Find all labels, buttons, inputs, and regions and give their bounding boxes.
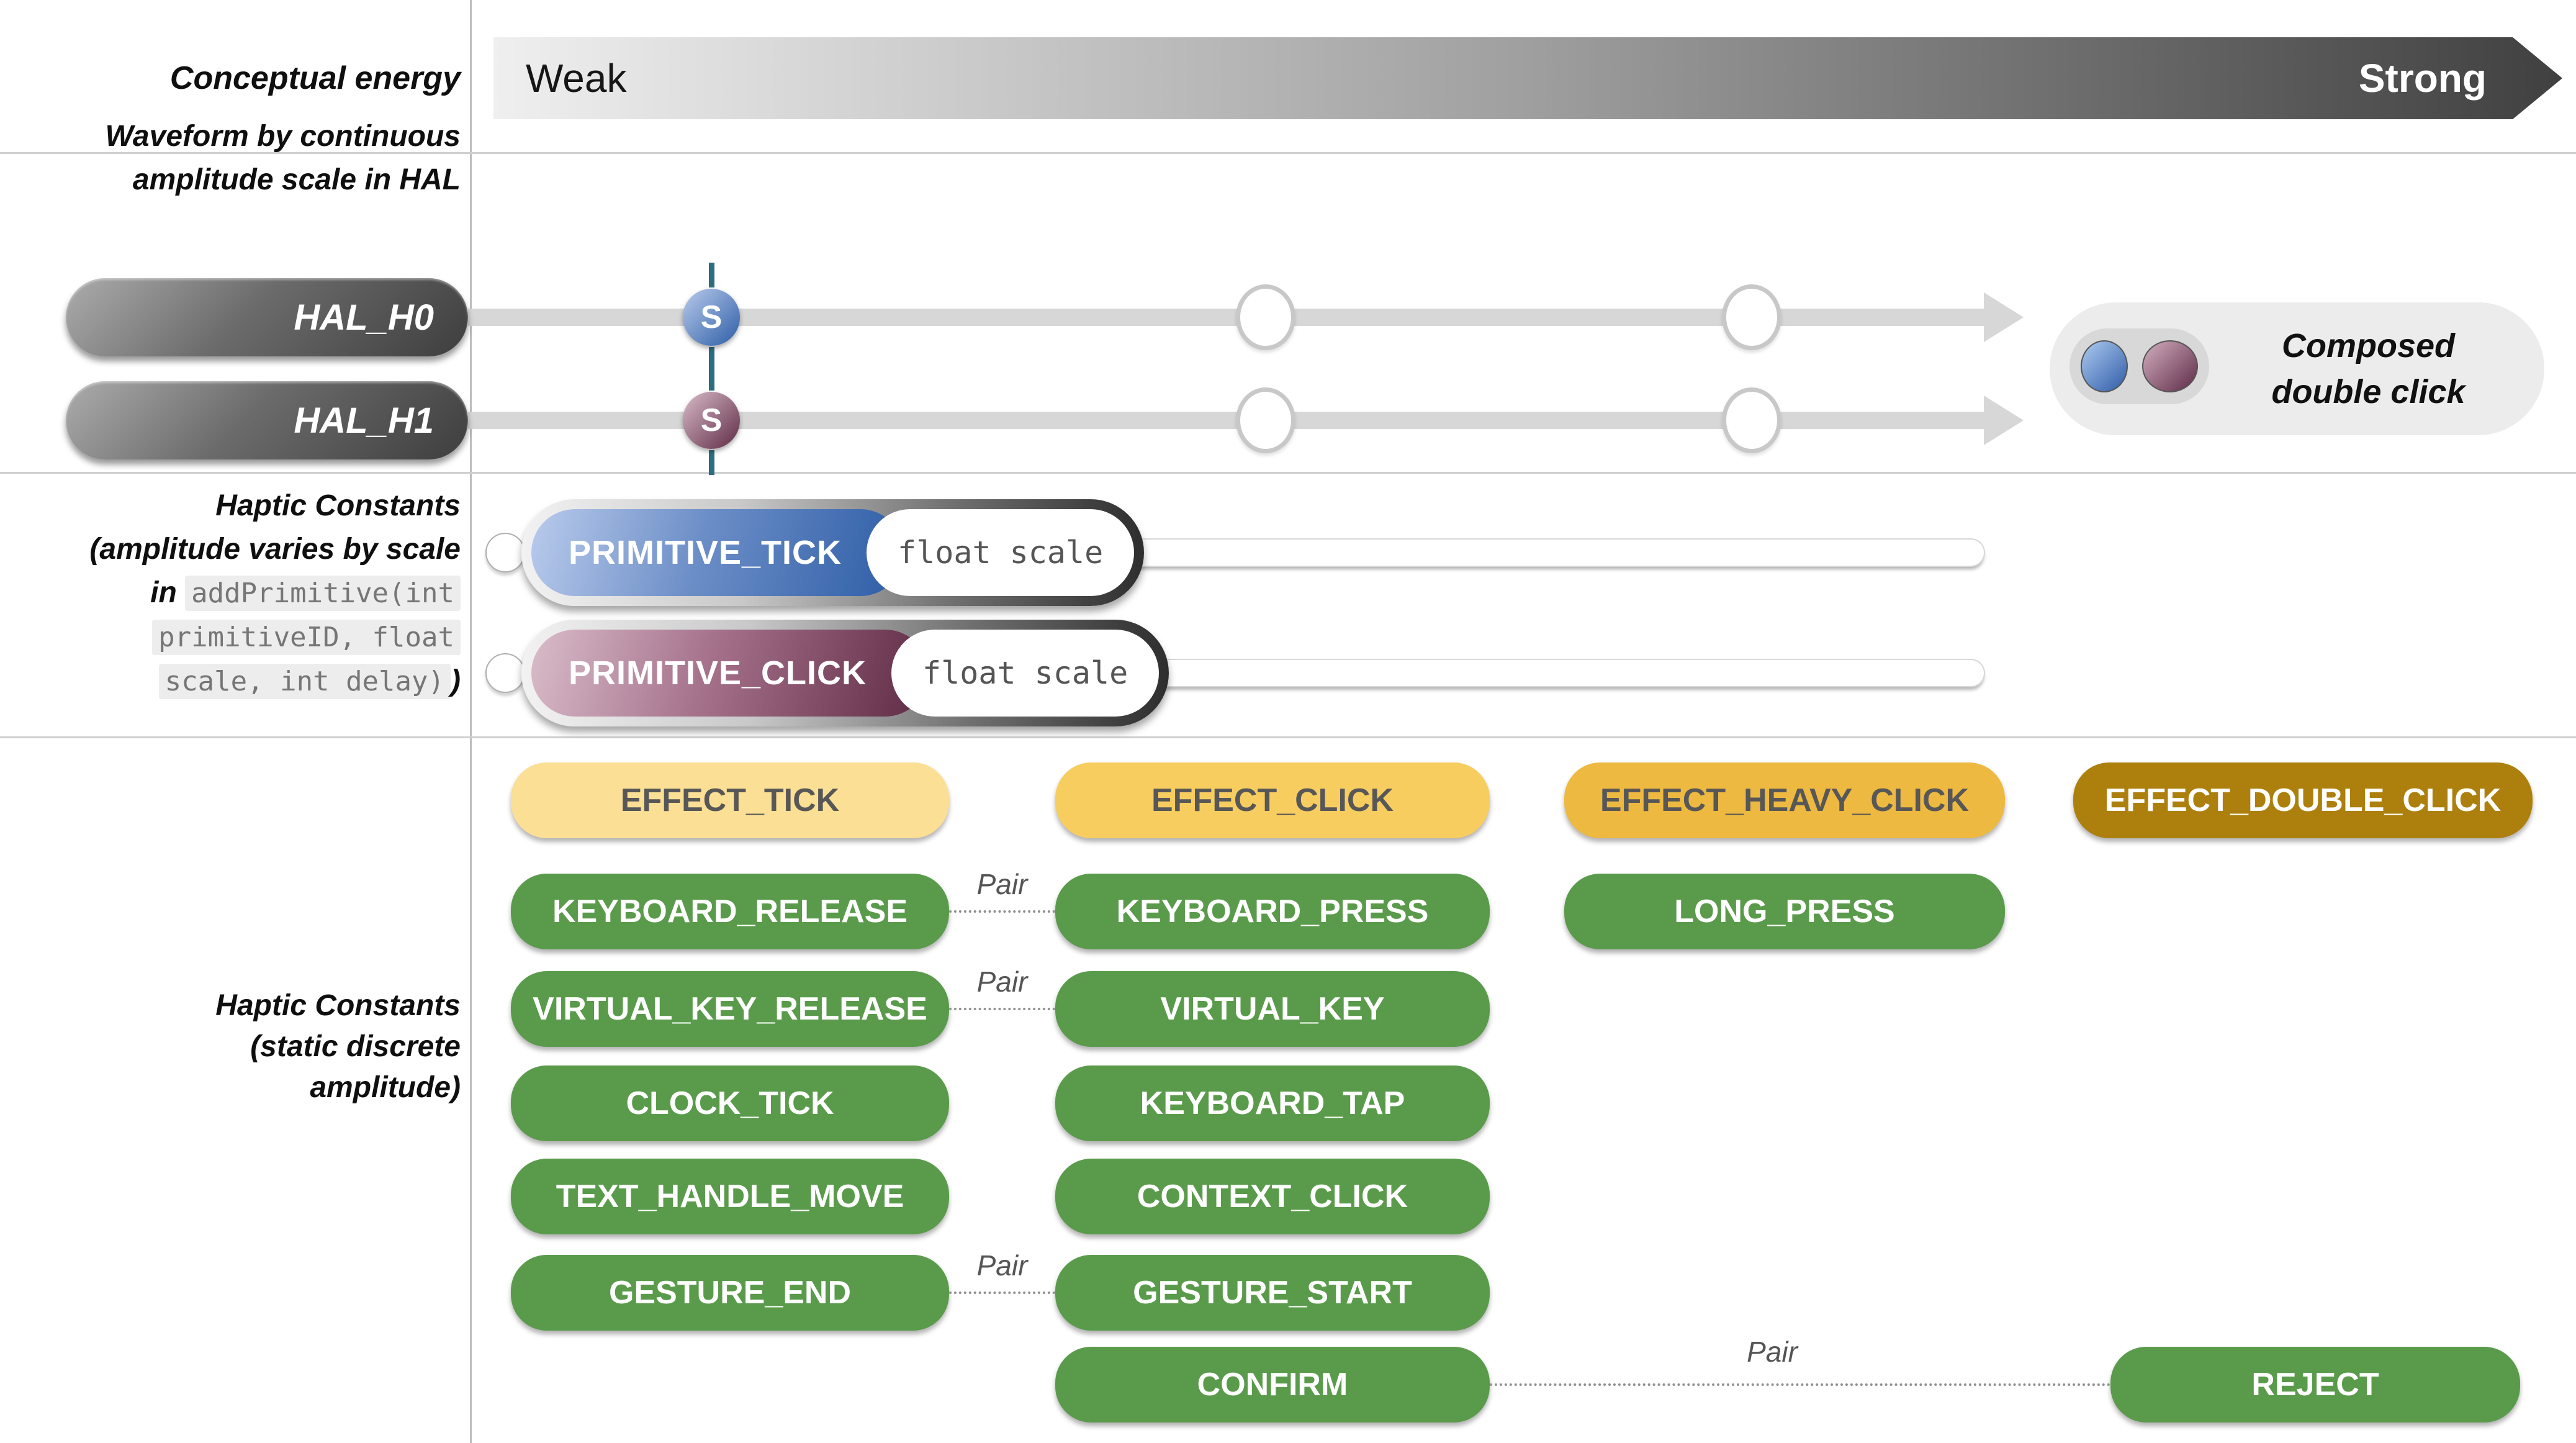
- hal-h1-pill: HAL_H1: [66, 381, 468, 459]
- pair-connector-virtual-key: [949, 1008, 1055, 1010]
- pair-connector-confirm-reject: [1490, 1383, 2110, 1386]
- primitives-label-line5: scale, int delay)): [0, 659, 461, 703]
- pair-label-confirm-reject: Pair: [1747, 1336, 1798, 1368]
- hal-h0-scale-handle: S: [683, 289, 740, 346]
- primitives-label-line1: Haptic Constants: [215, 489, 461, 522]
- hal-h0-node-circle-1: [1236, 284, 1295, 350]
- primitive-click-slider-left-tab: [485, 653, 525, 693]
- pair-connector-keyboard: [949, 910, 1055, 913]
- primitive-tick-param-pill: float scale: [867, 509, 1135, 596]
- hal-h0-handle-tick-bottom: [709, 347, 714, 372]
- hal-h0-pill: HAL_H0: [66, 278, 468, 356]
- primitives-label-line2: (amplitude varies by scale: [89, 533, 461, 566]
- primitive-click-slider: PRIMITIVE_CLICK float scale: [521, 620, 1169, 726]
- weak-label: Weak: [526, 56, 627, 101]
- hal-section-label-line2: amplitude scale in HAL: [132, 163, 461, 196]
- composed-card-label: Composed double click: [2217, 323, 2520, 415]
- pill-effect-double-click: EFFECT_DOUBLE_CLICK: [2073, 762, 2533, 838]
- pill-confirm: CONFIRM: [1055, 1347, 1490, 1423]
- pair-label-gesture: Pair: [976, 1249, 1028, 1282]
- pill-effect-click: EFFECT_CLICK: [1055, 762, 1490, 838]
- constants-label-line2: (static discrete: [250, 1030, 461, 1063]
- energy-gradient-bar: Weak Strong: [493, 37, 2562, 119]
- pill-virtual-key: VIRTUAL_KEY: [1055, 971, 1490, 1047]
- pair-label-virtual-key: Pair: [976, 966, 1028, 998]
- hal-h1-node-circle-2: [1722, 387, 1781, 453]
- constants-label-line3: amplitude): [310, 1071, 461, 1104]
- primitive-click-param-pill: float scale: [891, 630, 1160, 717]
- pill-virtual-key-release: VIRTUAL_KEY_RELEASE: [511, 971, 949, 1047]
- hal-h1-handle-tick-top: [709, 366, 714, 391]
- pill-reject: REJECT: [2110, 1347, 2520, 1423]
- row-separator-2: [0, 472, 2576, 474]
- composed-tick-dot-icon: [2081, 340, 2128, 392]
- primitives-label-line3-prefix: in: [150, 576, 186, 609]
- constants-section-label: Haptic Constants (static discrete amplit…: [0, 985, 461, 1108]
- primitives-label-line4-code: primitiveID, float: [152, 620, 461, 655]
- column-divider: [470, 0, 472, 1443]
- composed-card-label-line1: Composed: [2281, 327, 2456, 364]
- row-separator-1: [0, 152, 2576, 154]
- primitives-section-label: Haptic Constants (amplitude varies by sc…: [0, 484, 461, 703]
- hal-h0-node-circle-2: [1722, 284, 1781, 350]
- primitive-tick-slider-left-tab: [485, 533, 525, 572]
- pill-effect-tick: EFFECT_TICK: [511, 762, 949, 838]
- pill-gesture-end: GESTURE_END: [511, 1255, 949, 1331]
- pill-text-handle-move: TEXT_HANDLE_MOVE: [511, 1159, 949, 1234]
- composed-double-click-card: Composed double click: [2050, 302, 2544, 435]
- pair-label-keyboard: Pair: [976, 868, 1028, 900]
- primitives-label-line5-code: scale, int delay): [158, 664, 451, 699]
- primitives-label-line4: primitiveID, float: [0, 615, 461, 659]
- hal-h1-arrowhead-icon: [1984, 396, 2024, 445]
- primitive-click-pill: PRIMITIVE_CLICK: [531, 630, 929, 717]
- pill-effect-heavy-click: EFFECT_HEAVY_CLICK: [1564, 762, 2005, 838]
- primitive-tick-slider: PRIMITIVE_TICK float scale: [521, 499, 1145, 606]
- hal-h0-handle-tick-top: [709, 263, 714, 287]
- primitive-tick-pill: PRIMITIVE_TICK: [531, 509, 904, 596]
- hal-h1-scale-handle: S: [683, 392, 740, 449]
- pill-gesture-start: GESTURE_START: [1055, 1255, 1490, 1331]
- pill-clock-tick: CLOCK_TICK: [511, 1065, 949, 1141]
- pill-keyboard-release: KEYBOARD_RELEASE: [511, 874, 949, 949]
- pill-keyboard-tap: KEYBOARD_TAP: [1055, 1065, 1490, 1141]
- primitives-label-line3: in addPrimitive(int: [0, 571, 461, 615]
- primitives-label-line5-suffix: ): [451, 664, 461, 697]
- composed-click-dot-icon: [2142, 340, 2198, 392]
- pill-context-click: CONTEXT_CLICK: [1055, 1159, 1490, 1234]
- hal-h1-node-circle-1: [1236, 387, 1295, 453]
- constants-label-line1: Haptic Constants: [215, 989, 461, 1022]
- hal-section-label: Waveform by continuous amplitude scale i…: [0, 115, 461, 202]
- hal-section-label-line1: Waveform by continuous: [105, 120, 461, 153]
- composed-dots-capsule: [2069, 328, 2209, 404]
- strong-label: Strong: [2358, 56, 2487, 101]
- hal-h1-handle-tick-bottom: [709, 450, 714, 475]
- pair-connector-gesture: [949, 1291, 1055, 1294]
- primitives-label-line3-code: addPrimitive(int: [185, 576, 461, 611]
- pill-long-press: LONG_PRESS: [1564, 874, 2005, 949]
- composed-card-label-line2: double click: [2271, 373, 2466, 410]
- pill-keyboard-press: KEYBOARD_PRESS: [1055, 874, 1490, 949]
- row-separator-3: [0, 736, 2576, 738]
- hal-h0-arrowhead-icon: [1984, 292, 2024, 342]
- conceptual-energy-label: Conceptual energy: [169, 60, 461, 96]
